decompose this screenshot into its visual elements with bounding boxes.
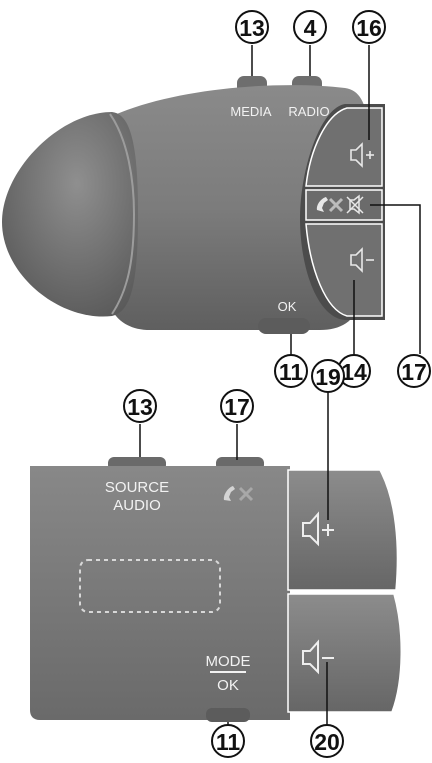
phone-hangup-icon xyxy=(328,197,344,213)
svg-text:19: 19 xyxy=(315,364,341,390)
callout-volume-up: 16 xyxy=(352,10,386,44)
leader-mute xyxy=(370,204,421,354)
dotted-recess xyxy=(79,559,221,613)
svg-text:4: 4 xyxy=(304,15,317,41)
bottom-callouts: 13 17 19 11 20 xyxy=(123,359,345,758)
svg-text:11: 11 xyxy=(216,729,241,755)
svg-text:17: 17 xyxy=(224,394,250,420)
bottom-volume-up-icon xyxy=(302,511,334,547)
mute-icon xyxy=(346,194,364,215)
top-stalk-control: MEDIA RADIO OK xyxy=(2,76,385,334)
svg-text:13: 13 xyxy=(239,15,265,41)
callout-media: 13 xyxy=(235,10,269,44)
svg-text:13: 13 xyxy=(127,394,153,420)
callout-bottom-volume-up: 19 xyxy=(311,359,345,393)
top-callouts: 13 4 16 11 14 17 xyxy=(235,10,431,388)
source-label: SOURCE xyxy=(105,479,169,496)
ok-button[interactable] xyxy=(258,318,310,334)
cap-seam xyxy=(109,113,136,315)
svg-text:20: 20 xyxy=(314,729,340,755)
callout-ok: 11 xyxy=(274,354,308,388)
box-body xyxy=(30,466,290,720)
callout-volume-down: 14 xyxy=(337,354,371,388)
media-label: MEDIA xyxy=(230,104,272,119)
bottom-phone-icon xyxy=(223,486,235,501)
callout-source: 13 xyxy=(123,389,157,423)
svg-text:14: 14 xyxy=(341,359,367,385)
bottom-volume-up-button[interactable] xyxy=(287,469,399,591)
bottom-volume-down-button[interactable] xyxy=(287,593,402,713)
callout-radio: 4 xyxy=(293,10,327,44)
svg-text:16: 16 xyxy=(356,15,382,41)
volume-up-icon xyxy=(350,142,374,168)
bottom-box-control: SOURCE AUDIO MODE OK xyxy=(30,457,402,722)
radio-label: RADIO xyxy=(288,104,329,119)
audio-label: AUDIO xyxy=(113,497,161,514)
ok-label-bottom: OK xyxy=(217,677,239,694)
stalk-end-cap xyxy=(2,112,138,317)
callout-bottom-volume-down: 20 xyxy=(310,724,344,758)
mode-ok-button[interactable] xyxy=(206,708,250,722)
bottom-phone-hangup-icon xyxy=(238,486,254,502)
volume-up-button[interactable] xyxy=(305,107,383,187)
ok-label: OK xyxy=(278,299,297,314)
mode-label: MODE xyxy=(206,653,251,670)
svg-text:11: 11 xyxy=(279,359,304,385)
callout-mode-ok: 11 xyxy=(211,724,245,758)
volume-down-icon xyxy=(350,247,374,273)
stalk-body xyxy=(105,85,368,331)
callout-mute: 17 xyxy=(397,354,431,388)
volume-down-button[interactable] xyxy=(305,223,383,317)
callout-phone: 17 xyxy=(220,389,254,423)
phone-icon xyxy=(316,197,328,212)
bottom-volume-down-icon xyxy=(302,639,334,675)
svg-text:17: 17 xyxy=(401,359,427,385)
